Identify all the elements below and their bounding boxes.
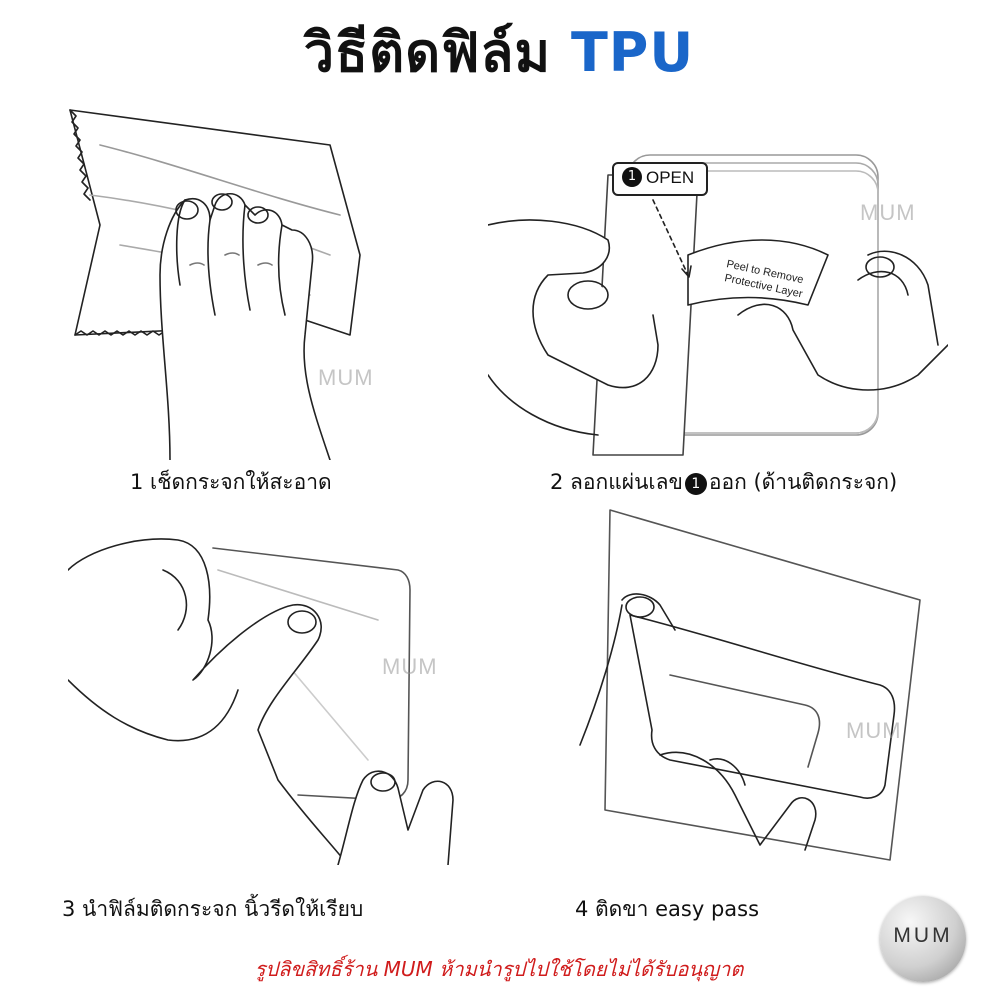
step1-illustration xyxy=(60,105,380,460)
title-thai: วิธีติดฟิล์ม xyxy=(303,21,552,84)
step3-caption: 3 นำฟิล์มติดกระจก นิ้วรีดให้เรียบ xyxy=(62,897,364,921)
open-tab: 1 OPEN xyxy=(612,162,708,196)
watermark-step4: MUM xyxy=(846,718,902,743)
watermark-step3: MUM xyxy=(382,654,438,679)
step4-caption: 4 ติดขา easy pass xyxy=(575,897,760,921)
step1-caption: 1 เช็ดกระจกให้สะอาด xyxy=(130,470,332,494)
mum-logo-text: MUM xyxy=(893,924,953,947)
open-tab-label: OPEN xyxy=(646,168,695,187)
mum-logo-badge: MUM xyxy=(880,896,966,982)
step2-illustration: Peel to Remove Protective Layer xyxy=(488,145,948,460)
page-title: วิธีติดฟิล์ม TPU xyxy=(0,18,998,88)
step2-caption-number-icon: 1 xyxy=(684,473,707,495)
step2-caption-prefix: 2 ลอกแผ่นเลข xyxy=(550,470,683,494)
step3-illustration xyxy=(68,530,508,865)
step2-caption-suffix: ออก (ด้านติดกระจก) xyxy=(708,470,898,494)
title-accent: TPU xyxy=(570,21,695,84)
open-tab-number: 1 xyxy=(622,167,642,187)
copyright-footer: รูปลิขสิทธิ์ร้าน MUM ห้ามนำรูปไปใช้โดยไม… xyxy=(254,957,744,981)
step4-illustration xyxy=(560,505,925,865)
watermark-step1: MUM xyxy=(318,365,374,390)
watermark-step2: MUM xyxy=(860,200,916,225)
